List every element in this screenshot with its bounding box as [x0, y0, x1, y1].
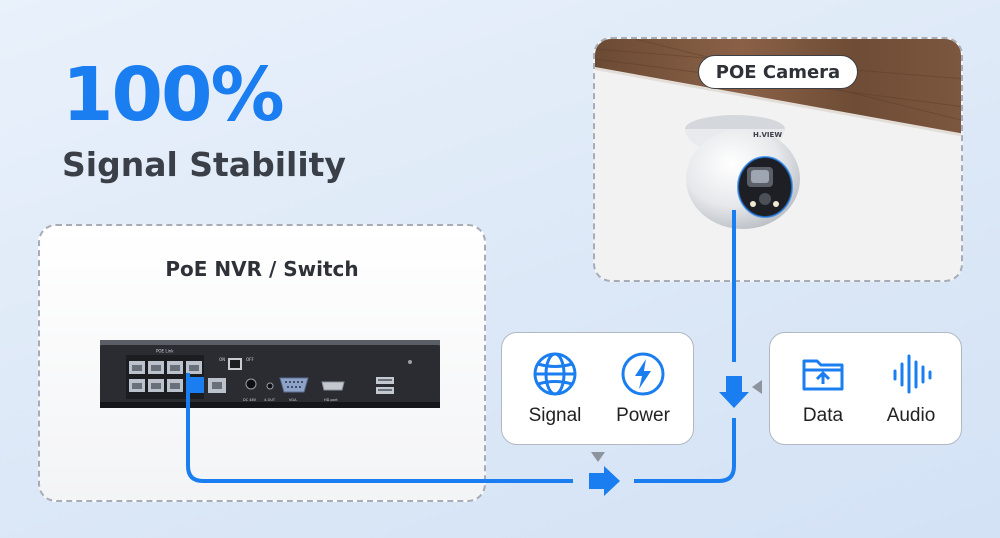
audio-item: Audio	[866, 333, 956, 427]
subheadline: Signal Stability	[62, 145, 346, 184]
globe-icon	[533, 352, 577, 396]
data-audio-box: Data Audio	[769, 332, 962, 445]
power-item: Power	[598, 333, 688, 427]
camera-label: POE Camera	[698, 55, 858, 89]
svg-text:POE Link: POE Link	[156, 349, 174, 354]
svg-text:4-OUT: 4-OUT	[264, 398, 276, 402]
camera-brand: H.VIEW	[753, 131, 782, 139]
audio-label: Audio	[886, 405, 936, 426]
svg-text:ON: ON	[219, 357, 225, 362]
signal-label: Signal	[528, 405, 582, 426]
arrow-right-icon	[589, 466, 620, 496]
folder-upload-icon	[802, 359, 844, 391]
nvr-device: POE Link ON OFF DC 48V 4-OUT VGA HD.port	[100, 340, 440, 408]
nvr-panel: PoE NVR / Switch POE Link ON OFF DC	[38, 224, 486, 502]
svg-text:OFF: OFF	[246, 357, 254, 362]
svg-text:VGA: VGA	[289, 398, 297, 402]
lightning-icon	[621, 352, 665, 396]
gray-arrow-left-icon	[752, 380, 762, 394]
nvr-active-port	[188, 377, 204, 393]
data-label: Data	[802, 405, 844, 426]
signal-power-box: Signal Power	[501, 332, 694, 445]
power-label: Power	[616, 405, 670, 426]
svg-text:DC 48V: DC 48V	[243, 398, 257, 402]
headline: 100%	[62, 52, 285, 138]
audio-wave-icon	[893, 354, 932, 394]
data-item: Data	[778, 333, 868, 427]
camera-panel: POE Camera	[593, 37, 963, 282]
svg-text:HD.port: HD.port	[324, 398, 338, 402]
gray-arrow-down-icon	[591, 452, 605, 462]
arrow-down-icon	[719, 376, 749, 408]
nvr-title: PoE NVR / Switch	[165, 257, 359, 281]
signal-item: Signal	[510, 333, 600, 427]
